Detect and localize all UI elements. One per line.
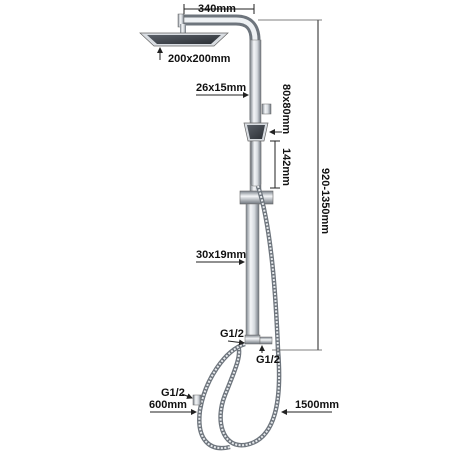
label-thread-top: G1/2	[220, 328, 244, 340]
dim-lower-tube: 30x19mm	[196, 249, 246, 265]
dim-hand-head: 80x80mm	[269, 84, 292, 135]
bottom-connector	[244, 334, 273, 345]
hand-shower-bracket	[261, 103, 272, 115]
label-upper-tube: 26x15mm	[196, 82, 246, 94]
rain-shower-head	[139, 24, 229, 47]
label-height-range: 920-1350mm	[319, 168, 331, 234]
dim-thread-left: G1/2	[161, 387, 193, 399]
label-handle-length: 142mm	[280, 148, 292, 186]
dim-top-width: 340mm	[183, 3, 255, 15]
shower-hose	[218, 185, 282, 448]
label-thread-left: G1/2	[161, 387, 185, 399]
dim-head-size: 200x200mm	[157, 47, 231, 65]
label-lower-tube: 30x19mm	[196, 249, 246, 261]
hand-shower	[243, 122, 269, 187]
lower-riser-tube	[245, 203, 260, 341]
dim-left-length: 600mm	[149, 399, 197, 415]
label-head-size: 200x200mm	[168, 53, 231, 65]
dim-height-range: 920-1350mm	[258, 19, 331, 351]
inlet-hose	[192, 341, 246, 451]
dim-thread-top: G1/2	[220, 328, 245, 346]
label-top-width: 340mm	[198, 3, 236, 15]
label-left-length: 600mm	[149, 399, 187, 411]
dim-upper-tube: 26x15mm	[196, 82, 249, 98]
diverter-slider	[239, 190, 274, 205]
dim-thread-bottom: G1/2	[256, 345, 280, 366]
dim-hose-length: 1500mm	[281, 399, 339, 415]
dim-handle-length: 142mm	[270, 140, 292, 189]
label-thread-bottom: G1/2	[256, 354, 280, 366]
label-hose-length: 1500mm	[295, 399, 339, 411]
shower-arm	[177, 13, 261, 120]
label-hand-head: 80x80mm	[280, 84, 292, 134]
